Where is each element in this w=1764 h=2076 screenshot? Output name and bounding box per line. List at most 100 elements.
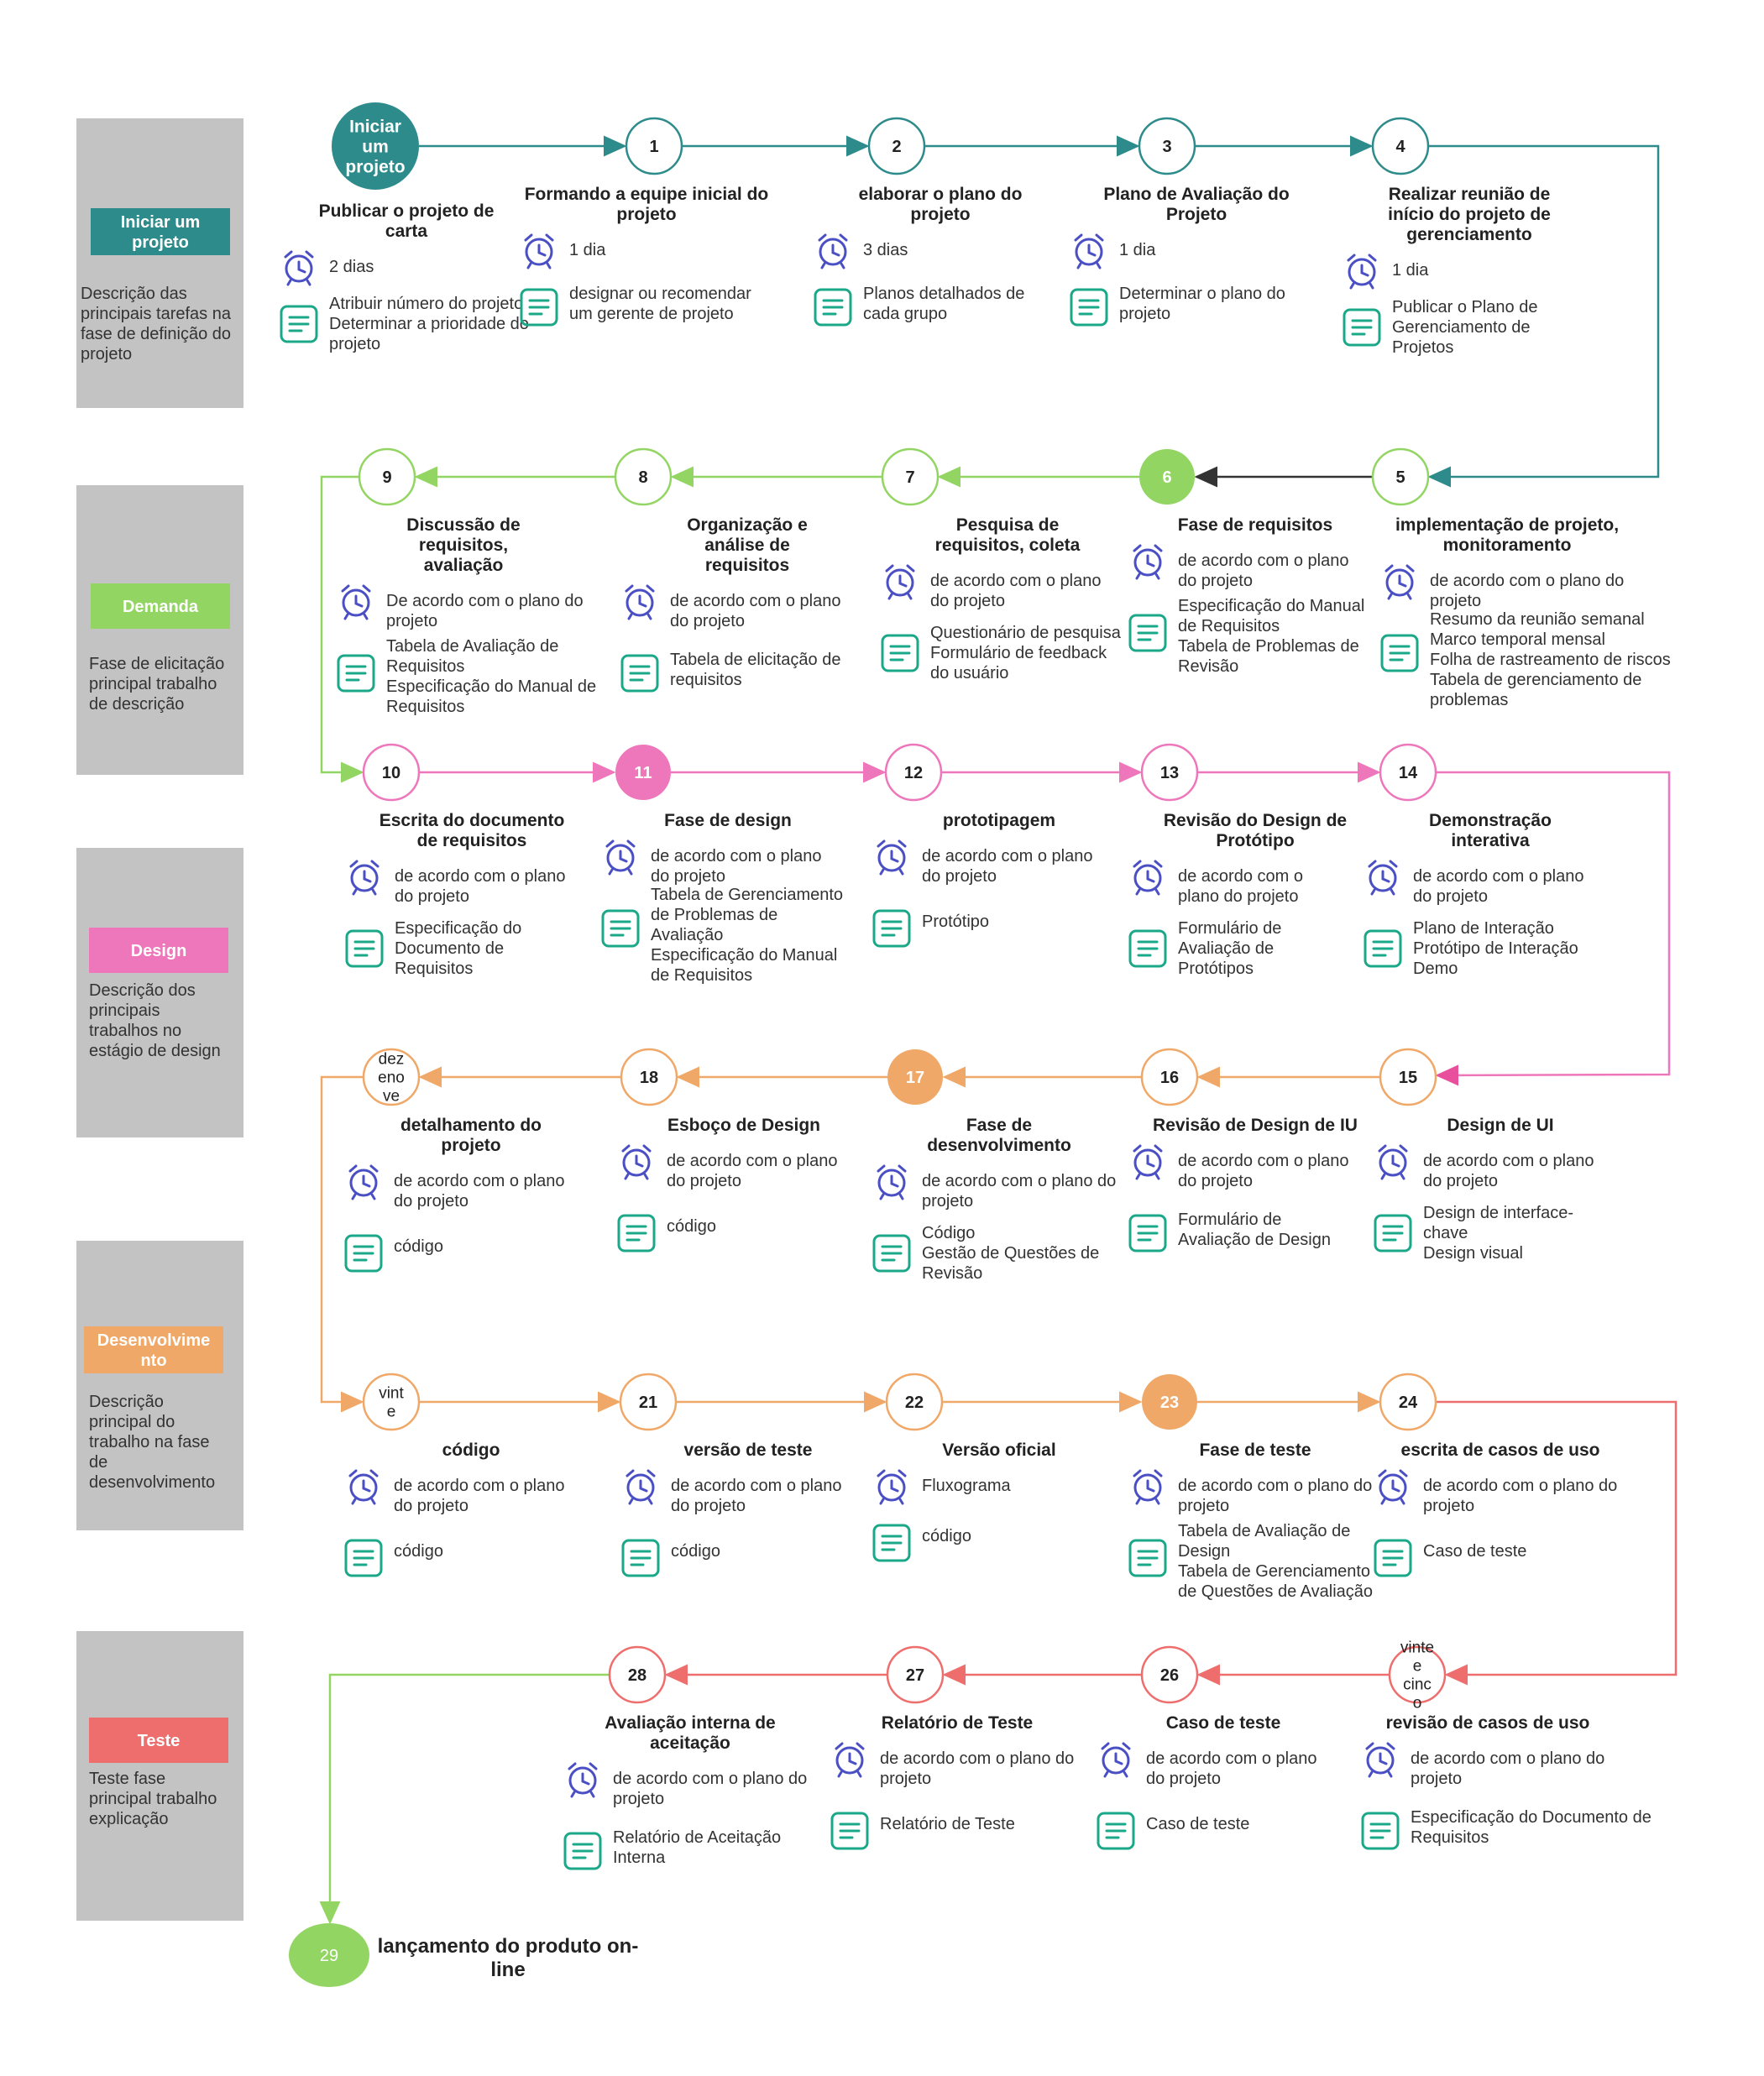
clock-bells [835, 1742, 865, 1750]
step-deliverable-line: Avaliação de Design [1178, 1231, 1331, 1249]
clock-legs [352, 888, 377, 896]
clock-face [1133, 864, 1162, 892]
step-number-line: 5 [1395, 468, 1405, 487]
step-deliverable-line: Caso de teste [1423, 1542, 1526, 1561]
step-number-line: 14 [1399, 764, 1418, 782]
document-lines [353, 1245, 374, 1262]
step-title-line: requisitos, coleta [935, 536, 1081, 555]
clock-legs [879, 1498, 904, 1505]
clock-bells [349, 860, 379, 868]
step-circle [1138, 117, 1196, 175]
phase-description-line: principais tarefas na [81, 305, 232, 323]
clock-hands [898, 574, 908, 588]
alarm-clock-icon [605, 839, 636, 876]
alarm-clock-icon [1133, 860, 1163, 896]
step-title-line: de requisitos [417, 831, 527, 850]
step-deliverable-line: Especificação do Manual de [386, 677, 596, 696]
row-transition-arrow [1436, 1400, 1678, 1686]
phase-label-box [91, 583, 230, 629]
step-circle [1140, 743, 1199, 802]
clock-hands [362, 1479, 371, 1493]
phase-label-line: Iniciar um [121, 213, 200, 232]
step-circle [1142, 1374, 1197, 1430]
step-number-line: 18 [640, 1069, 658, 1087]
step-duration-line: projeto [613, 1790, 664, 1808]
document-frame [621, 1539, 660, 1577]
step-deliverable-line: Gerenciamento de [1392, 318, 1531, 337]
document-frame [1128, 614, 1167, 652]
document-frame [344, 1234, 383, 1273]
document-icon [1128, 614, 1167, 652]
document-lines [889, 645, 911, 661]
document-lines [1372, 940, 1394, 957]
phase-label-line: Design [131, 942, 187, 960]
clock-legs [608, 868, 633, 876]
step-title-line: projeto [910, 205, 970, 224]
clock-bells [1074, 233, 1104, 242]
step-deliverable-line: Planos detalhados de [863, 285, 1024, 303]
step-circle [1371, 117, 1430, 175]
step-title: Fase de design [664, 811, 792, 830]
document-icon [1364, 929, 1402, 968]
step-number: 2 [892, 138, 901, 156]
step-title-line: interativa [1451, 831, 1530, 850]
document-frame [1361, 1812, 1400, 1850]
clock-face [285, 254, 313, 283]
alarm-clock-icon [1368, 860, 1398, 896]
clock-bells [1365, 1742, 1395, 1750]
step-deliverable-line: Determinar o plano do [1119, 285, 1285, 303]
alarm-clock-icon [1385, 564, 1415, 600]
clock-face [350, 864, 379, 892]
step-duration-line: De acordo com o plano do [386, 592, 584, 610]
step-title-line: análise de [704, 536, 790, 555]
clock-hands [362, 1174, 371, 1188]
phase-description-line: Descrição das [81, 285, 187, 303]
document-icon [1374, 1214, 1412, 1252]
document-frame [1128, 929, 1167, 968]
phase-description-line: principal trabalho [89, 1790, 217, 1808]
document-lines [1382, 1225, 1404, 1242]
clock-legs [1387, 593, 1412, 600]
alarm-clock-icon [568, 1762, 598, 1798]
step-number-line: 26 [1160, 1666, 1179, 1685]
step-deliverable-line: Resumo da reunião semanal [1430, 610, 1645, 629]
alarm-clock-icon [1133, 1469, 1163, 1505]
clock-legs [1135, 1498, 1160, 1505]
clock-bells [605, 839, 636, 848]
document-frame [872, 1234, 911, 1273]
step-title-line: Caso de teste [1166, 1713, 1281, 1733]
phase-label-line: Desenvolvime [97, 1331, 211, 1350]
step-title-line: Fase de teste [1199, 1441, 1311, 1460]
step-number: 9 [382, 468, 391, 487]
document-icon [601, 909, 640, 948]
document-lines [1137, 940, 1159, 957]
step-duration-line: de acordo com o plano do [1178, 1477, 1372, 1495]
document-frame [344, 1539, 383, 1577]
step-deliverable-line: Especificação do Manual [651, 946, 837, 965]
document-lines [1105, 1822, 1127, 1839]
document-icon [617, 1214, 656, 1252]
step-deliverable-line: Relatório de Aceitação [613, 1828, 781, 1847]
document-lines [626, 1225, 647, 1242]
step-deliverable-line: Publicar o Plano de [1392, 298, 1537, 316]
clock-face [1133, 548, 1162, 577]
